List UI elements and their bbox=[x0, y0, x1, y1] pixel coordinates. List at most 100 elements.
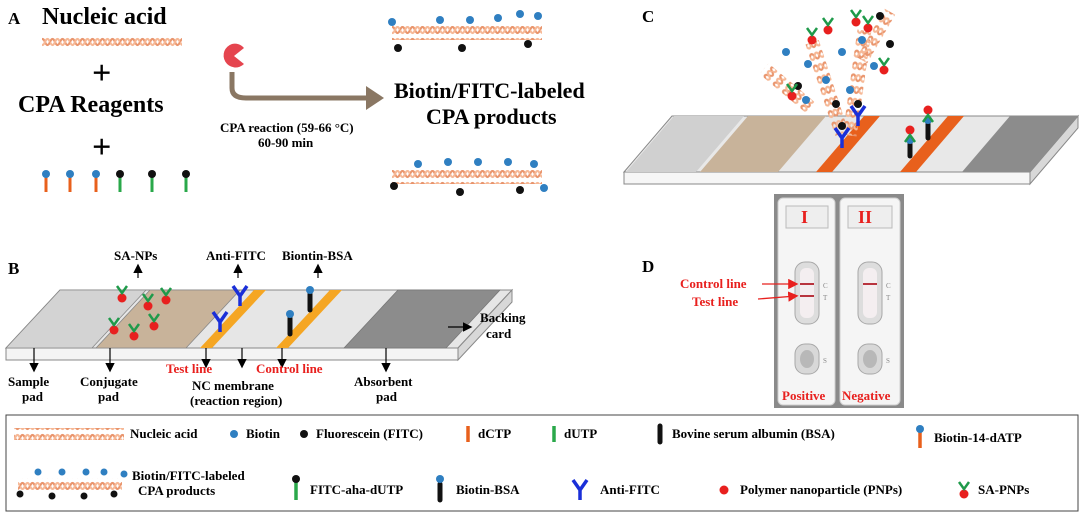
fitc-dutp-nucleotide bbox=[148, 170, 156, 192]
legend-pnp: Polymer nanoparticle (PNPs) bbox=[740, 482, 902, 497]
c-absorbent-pad bbox=[962, 116, 1078, 172]
biotin-bsa-markers bbox=[286, 286, 314, 337]
panel-d: D I C T S Positive II C T bbox=[642, 194, 904, 408]
absorbent-pad-label-1: Absorbent bbox=[354, 374, 413, 389]
cassette-negative: II C T S Negative bbox=[839, 197, 901, 406]
c-mark-1: C bbox=[823, 282, 828, 290]
legend-biotin-datp: Biotin-14-dATP bbox=[934, 430, 1022, 445]
polymerase-icon bbox=[223, 43, 244, 68]
fitc-dutp-nucleotide bbox=[182, 170, 190, 192]
legend-nucleic-acid: Nucleic acid bbox=[130, 426, 198, 441]
sa-nps-label: SA-NPs bbox=[114, 248, 157, 263]
legend-biotin-datp-icon bbox=[916, 425, 924, 448]
c-control-line bbox=[900, 116, 964, 172]
product-title-2: CPA products bbox=[426, 104, 557, 129]
legend-dutp: dUTP bbox=[564, 426, 597, 441]
panel-c-label: C bbox=[642, 7, 654, 26]
cpa-reagents-title: CPA Reagents bbox=[18, 92, 164, 118]
absorbent-pad bbox=[343, 289, 501, 349]
reaction-conditions: CPA reaction (59-66 °C) bbox=[220, 120, 354, 135]
sa-pnp-particles bbox=[107, 285, 173, 341]
biotin-dctp-nucleotide bbox=[92, 170, 100, 192]
panel-a: A Nucleic acid + CPA Reagents + CPA reac… bbox=[8, 4, 585, 196]
strip-3d bbox=[622, 114, 1080, 186]
d-test-arrow bbox=[757, 291, 799, 302]
legend-product-1: Biotin/FITC-labeled bbox=[132, 468, 245, 483]
product-title-1: Biotin/FITC-labeled bbox=[394, 78, 585, 103]
legend-bsa: Bovine serum albumin (BSA) bbox=[672, 426, 835, 441]
s-mark-2: S bbox=[886, 357, 890, 365]
sample-pad-label-2: pad bbox=[22, 389, 44, 404]
panel-a-label: A bbox=[8, 9, 21, 28]
legend-sa-pnp-icon bbox=[957, 481, 971, 499]
legend-anti-fitc-icon bbox=[571, 478, 589, 500]
legend-fitc-dutp-icon bbox=[292, 475, 300, 500]
biotin-dctp-nucleotide bbox=[42, 170, 50, 192]
legend-biotin-bsa-icon bbox=[436, 475, 444, 503]
backing-card-label-1: Backing bbox=[480, 310, 526, 325]
legend-dna-icon bbox=[14, 428, 124, 440]
panel-d-label: D bbox=[642, 257, 654, 276]
legend-fitc: Fluorescein (FITC) bbox=[316, 426, 423, 441]
labeled-product-bottom bbox=[390, 158, 548, 196]
c-sample-pad bbox=[626, 116, 744, 172]
labeled-product-top bbox=[388, 10, 542, 52]
nucleic-acid-helix bbox=[42, 36, 182, 50]
backing-card-label-2: card bbox=[486, 326, 512, 341]
positive-label: Positive bbox=[782, 388, 826, 403]
reaction-arrowhead bbox=[366, 86, 384, 110]
lateral-flow-strip bbox=[4, 288, 514, 362]
conjugate-pad-label-1: Conjugate bbox=[80, 374, 138, 389]
plus-sign-1: + bbox=[92, 55, 111, 92]
legend-pnp-icon bbox=[719, 485, 729, 495]
c-mark-2: C bbox=[886, 282, 891, 290]
legend-box: Nucleic acid Biotin Fluorescein (FITC) d… bbox=[5, 414, 1079, 512]
conjugate-pad-label-2: pad bbox=[98, 389, 120, 404]
cassette-i-label: I bbox=[801, 207, 808, 227]
anti-fitc-label: Anti-FITC bbox=[206, 248, 266, 263]
d-control-line-label: Control line bbox=[680, 276, 747, 291]
nc-membrane-label-1: NC membrane bbox=[192, 378, 274, 393]
c-conjugate-pad bbox=[700, 116, 826, 172]
test-line-label: Test line bbox=[166, 361, 212, 376]
anti-fitc-antibodies bbox=[211, 284, 249, 332]
sample-pad-label-1: Sample bbox=[8, 374, 49, 389]
legend-fitc-icon bbox=[300, 430, 308, 438]
s-mark-1: S bbox=[823, 357, 827, 365]
t-mark-1: T bbox=[823, 294, 828, 302]
absorbent-pad-label-2: pad bbox=[376, 389, 398, 404]
legend-biotin: Biotin bbox=[246, 426, 281, 441]
reaction-arrow bbox=[229, 72, 368, 101]
reaction-time: 60-90 min bbox=[258, 135, 314, 150]
captured-dna-complex bbox=[759, 8, 896, 148]
sample-pad bbox=[5, 289, 147, 349]
plus-sign-2: + bbox=[92, 129, 111, 166]
panel-b-label: B bbox=[8, 259, 19, 278]
d-test-line-label: Test line bbox=[692, 294, 738, 309]
legend-anti-fitc: Anti-FITC bbox=[600, 482, 660, 497]
cassette-positive: I C T S Positive bbox=[777, 197, 836, 406]
cassette-ii-label: II bbox=[858, 207, 872, 227]
legend-product-2: CPA products bbox=[138, 483, 215, 498]
negative-label: Negative bbox=[842, 388, 891, 403]
legend-biotin-bsa: Biotin-BSA bbox=[456, 482, 520, 497]
control-line-label: Control line bbox=[256, 361, 323, 376]
nucleic-acid-title: Nucleic acid bbox=[42, 4, 167, 30]
panel-c: C bbox=[622, 7, 1080, 186]
fitc-dutp-nucleotide bbox=[116, 170, 124, 192]
legend-dctp: dCTP bbox=[478, 426, 511, 441]
control-capture bbox=[903, 105, 935, 159]
legend-fitc-dutp: FITC-aha-dUTP bbox=[310, 482, 403, 497]
nucleotide-row bbox=[42, 170, 190, 192]
biotin-dctp-nucleotide bbox=[66, 170, 74, 192]
legend-biotin-icon bbox=[230, 430, 238, 438]
panel-b: B SA-NPs Ant bbox=[4, 248, 526, 408]
t-mark-2: T bbox=[886, 294, 891, 302]
biotin-bsa-label: Biontin-BSA bbox=[282, 248, 353, 263]
test-line-band bbox=[200, 290, 266, 348]
c-test-line bbox=[816, 116, 880, 172]
nc-membrane-label-2: (reaction region) bbox=[190, 393, 282, 408]
legend-product-icon bbox=[16, 468, 128, 500]
legend-sa-pnp: SA-PNPs bbox=[978, 482, 1029, 497]
